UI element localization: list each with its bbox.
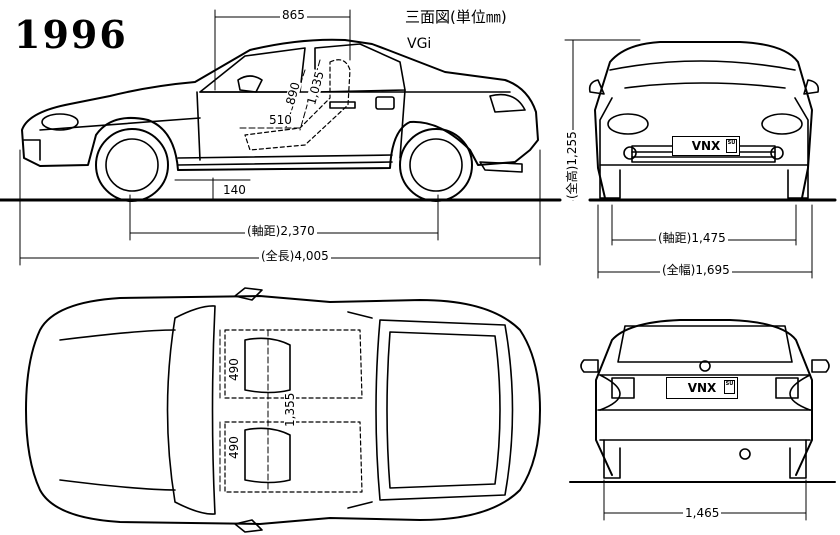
rear-view-car bbox=[580, 319, 830, 479]
side-wheel-front bbox=[95, 128, 169, 202]
dim-width: (全幅)1,695 bbox=[660, 263, 732, 277]
year-label: 1996 bbox=[14, 12, 128, 57]
front-plate-badge: SU bbox=[726, 139, 737, 153]
dim-seat-depth: 510 bbox=[267, 113, 294, 127]
dim-seat-width-front: 490 bbox=[227, 357, 241, 382]
top-dimension-lines bbox=[219, 329, 269, 493]
side-view-car bbox=[0, 38, 562, 202]
dim-length: (全長)4,005 bbox=[259, 249, 331, 263]
dim-cabin-width: 1,355 bbox=[283, 391, 297, 428]
rear-license-plate: VNX SU bbox=[666, 377, 738, 399]
dim-ground-clearance: 140 bbox=[221, 183, 248, 197]
dim-height: (全高)1,255 bbox=[565, 130, 579, 200]
rear-plate-badge: SU bbox=[724, 380, 735, 394]
dim-wheelbase: (軸距)2,370 bbox=[245, 224, 317, 238]
dim-rear-track: 1,465 bbox=[683, 506, 722, 520]
dim-front-track: (軸距)1,475 bbox=[656, 231, 728, 245]
front-view-car bbox=[588, 41, 837, 202]
model-label: VGi bbox=[407, 36, 432, 52]
dim-front-overhang: 865 bbox=[280, 8, 307, 22]
drawing-title: 三面図(単位㎜) bbox=[405, 8, 507, 26]
front-license-plate: VNX SU bbox=[672, 136, 740, 156]
rear-plate-text: VNX bbox=[687, 381, 717, 395]
top-view-car bbox=[25, 287, 541, 533]
side-wheel-rear bbox=[399, 128, 473, 202]
dim-seat-width-rear: 490 bbox=[227, 435, 241, 460]
front-plate-text: VNX bbox=[691, 139, 721, 153]
